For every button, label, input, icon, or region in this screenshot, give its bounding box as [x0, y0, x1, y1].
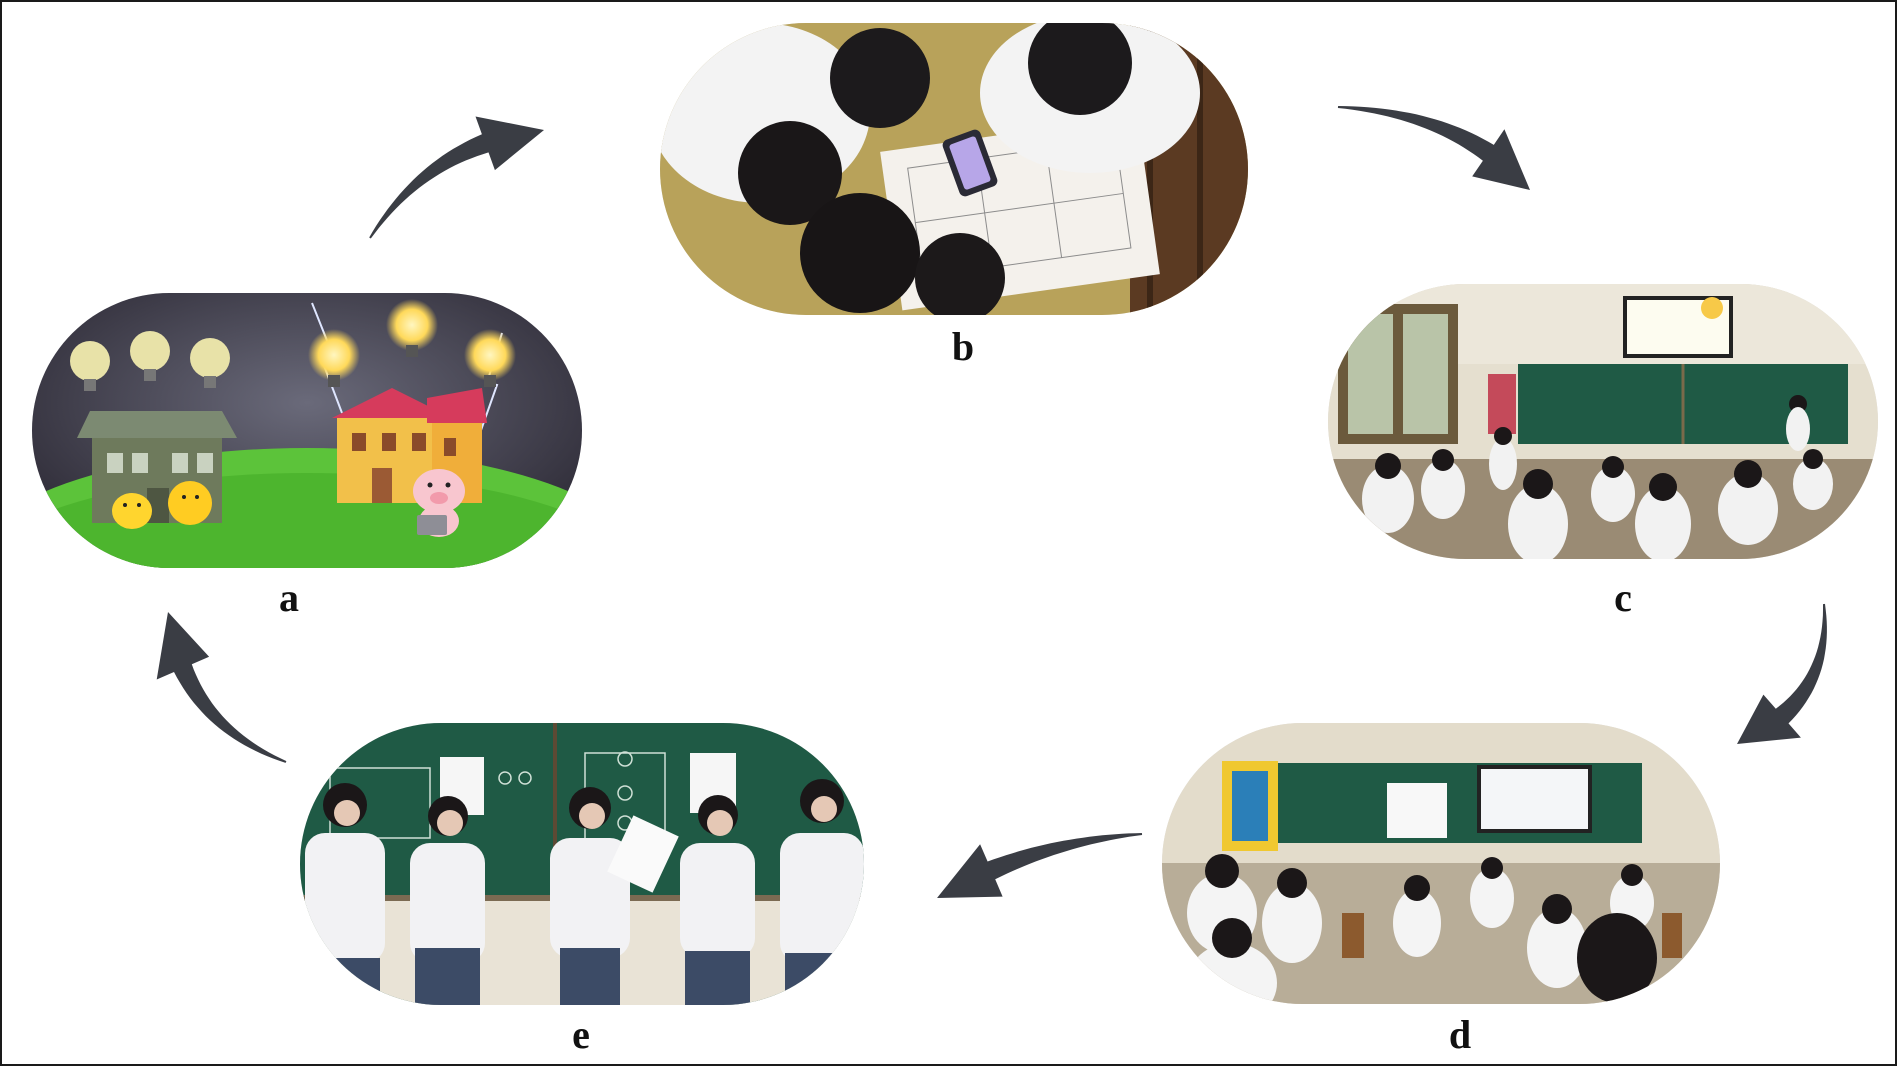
- panel-label-a: a: [279, 575, 299, 620]
- group-work-classroom-photo: [1162, 723, 1720, 1004]
- panel-label-e: e: [572, 1012, 590, 1057]
- chick-characters: [112, 481, 212, 529]
- pig-character: [413, 469, 465, 537]
- arrow-c-to-d: [1737, 603, 1827, 744]
- storm-houses-illustration: [32, 293, 582, 568]
- projector-screen: [1481, 769, 1588, 829]
- panel-label-b: b: [951, 324, 975, 369]
- paper-sheet: [607, 815, 679, 893]
- panel-a-illustration: [32, 293, 582, 568]
- panel-label-c: c: [1614, 575, 1632, 620]
- panel-label-d: d: [1448, 1012, 1472, 1057]
- students-seated: [1362, 438, 1833, 559]
- laptop-icon: [417, 515, 447, 535]
- panel-d-photo: [1162, 723, 1720, 1004]
- presenting-students: [305, 779, 864, 1005]
- classroom-presentation-photo: [1328, 284, 1878, 559]
- lightbulb-icon: [70, 299, 516, 391]
- panel-e-photo: [300, 723, 864, 1005]
- arrow-b-to-c: [1337, 106, 1530, 190]
- group-worksheet-photo: [660, 23, 1248, 315]
- arrow-d-to-e: [937, 833, 1143, 898]
- arrow-a-to-b: [369, 116, 544, 239]
- students-seated: [1187, 868, 1654, 1004]
- arrow-e-to-a: [156, 612, 287, 763]
- panel-b-photo: [660, 23, 1248, 315]
- panel-c-photo: [1328, 284, 1878, 559]
- dark-house: [77, 411, 237, 523]
- students-presenting-photo: [300, 723, 864, 1005]
